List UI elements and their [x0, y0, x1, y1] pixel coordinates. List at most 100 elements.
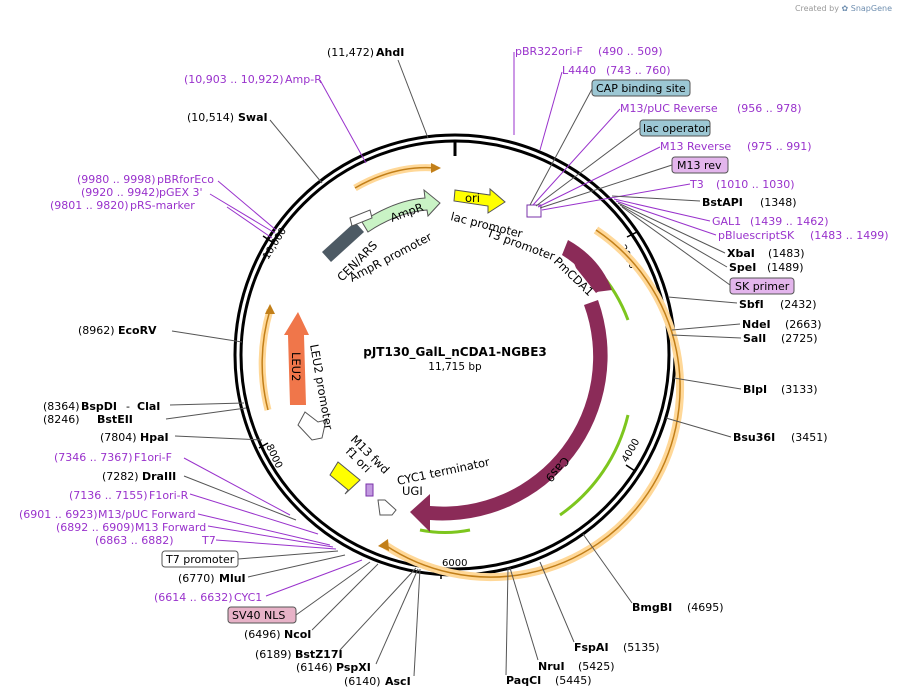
feature-pos: (7136 .. 7155): [69, 489, 148, 502]
lac-t3-feature[interactable]: [526, 204, 542, 218]
cyc1-terminator-feature[interactable]: [377, 499, 397, 516]
site-bmgbi[interactable]: BmgBI (4695): [582, 533, 724, 614]
site-name: BstAPI: [702, 196, 743, 209]
ampr-feature[interactable]: [361, 188, 441, 233]
feature-gal1[interactable]: GAL1 (1439 .. 1462): [613, 198, 829, 228]
feature-name: F1ori-F: [134, 451, 172, 464]
feature-m13-rev[interactable]: M13 rev: [539, 156, 729, 209]
feature-f1ori-r[interactable]: (7136 .. 7155) F1ori-R: [69, 489, 319, 535]
site-ndei[interactable]: NdeI (2663): [671, 318, 822, 331]
site-hpai[interactable]: (7804) HpaI: [100, 431, 263, 444]
feature-t3[interactable]: T3 (1010 .. 1030): [541, 178, 795, 211]
site-sbfi[interactable]: SbfI (2432): [667, 296, 817, 311]
site-fspai[interactable]: FspAI (5135): [539, 561, 660, 654]
site-name: NcoI: [284, 628, 311, 641]
tick-10000: [262, 235, 273, 243]
site-pspxi[interactable]: (6146) PspXI: [296, 568, 419, 674]
site-pos: (8364): [43, 400, 80, 413]
leader-ndei: [671, 323, 741, 331]
feature-m13-forward[interactable]: (6892 .. 6909) M13 Forward: [56, 521, 334, 548]
feature-m13-reverse[interactable]: M13 Reverse (975 .. 991): [537, 140, 812, 208]
tick-2000: [626, 231, 638, 238]
feature-pos: (1439 .. 1462): [750, 215, 829, 228]
feature-m13puc-forward[interactable]: (6901 .. 6923) M13/pUC Forward: [19, 508, 331, 546]
feature-cap-binding-site[interactable]: CAP binding site: [529, 79, 691, 206]
site-mlui[interactable]: (6770) MluI: [178, 554, 346, 585]
site-draiii[interactable]: (7282) DraIII: [102, 470, 297, 521]
feature-name: lac operator: [643, 122, 710, 135]
feature-name: pBRforEco: [157, 173, 214, 186]
ring-label-ugi: UGI: [402, 484, 423, 498]
site-xbai[interactable]: XbaI (1483): [617, 202, 805, 260]
leader-cyc1: [265, 559, 363, 597]
feature-l4440[interactable]: L4440 (743 .. 760): [539, 64, 671, 151]
site-name: AscI: [385, 675, 411, 688]
feature-pos: (6892 .. 6909): [56, 521, 135, 534]
feature-prs-marker[interactable]: (9801 .. 9820) pRS-marker: [50, 199, 273, 239]
orf-band-ampr-arrow: [431, 163, 441, 173]
feature-pos: (956 .. 978): [737, 102, 802, 115]
site-ecorv[interactable]: (8962) EcoRV: [78, 324, 243, 343]
site-nrui[interactable]: NruI (5425): [509, 567, 615, 673]
leader-nrui: [509, 567, 539, 661]
site-pos: (8246): [43, 413, 80, 426]
site-blpi[interactable]: BlpI (3133): [673, 377, 818, 396]
feature-name: M13/pUC Reverse: [620, 102, 718, 115]
feature-t7-promoter[interactable]: T7 promoter: [161, 550, 339, 568]
leader-bspdi: [169, 402, 245, 406]
site-bsu36i[interactable]: Bsu36I (3451): [665, 417, 828, 444]
feature-lac-operator[interactable]: lac operator: [535, 119, 711, 207]
site-ncoi[interactable]: (6496) NcoI: [244, 563, 379, 641]
m13-fwd-feature[interactable]: [365, 483, 374, 497]
feature-pos: (9801 .. 9820): [50, 199, 129, 212]
feature-pbluescriptsk[interactable]: pBluescriptSK (1483 .. 1499): [615, 200, 889, 242]
leader-sbfi: [667, 296, 738, 304]
f1-ori-feature[interactable]: [329, 461, 361, 495]
feature-pgex-3[interactable]: (9920 .. 9942) pGEX 3': [81, 186, 276, 234]
feature-f1ori-f[interactable]: (7346 .. 7367) F1ori-F: [54, 451, 291, 516]
site-pos: (7282): [102, 470, 139, 483]
site-ahdi[interactable]: (11,472) AhdI: [327, 46, 429, 139]
site-bstz17i[interactable]: (6189) BstZ17I: [255, 567, 417, 661]
site-name: NdeI: [742, 318, 771, 331]
leu2-feature[interactable]: [284, 312, 309, 405]
m13-rev-box: [671, 156, 729, 174]
leader-t7-promoter: [237, 550, 339, 560]
feature-m13puc-reverse[interactable]: M13/pUC Reverse (956 .. 978): [532, 102, 802, 206]
feature-pbr322ori-f[interactable]: pBR322ori-F (490 .. 509): [513, 45, 663, 135]
cen-ars-feature[interactable]: [322, 222, 364, 262]
feature-t7[interactable]: (6863 .. 6882) T7: [95, 534, 337, 550]
tick-label-4000: 4000: [620, 437, 642, 465]
site-name: HpaI: [140, 431, 169, 444]
orf-inner-3: [419, 528, 471, 534]
feature-pbrforeco[interactable]: (9980 .. 9998) pBRforEco: [77, 173, 277, 231]
site-asci[interactable]: (6140) AscI: [344, 568, 421, 688]
site-spei[interactable]: SpeI (1489): [619, 204, 804, 274]
leader-hpai: [174, 435, 263, 441]
site-sali[interactable]: SalI (2725): [671, 332, 818, 345]
snapgene-watermark: Created by ✿ SnapGene: [795, 4, 892, 13]
cas9-feature[interactable]: [410, 300, 608, 532]
feature-amp-r[interactable]: (10,903 .. 10,922) Amp-R: [184, 73, 367, 164]
ori-feature[interactable]: [453, 187, 506, 214]
ampr-promoter-feature[interactable]: [349, 209, 373, 227]
site-paqci[interactable]: PaqCI (5445): [505, 567, 592, 687]
feature-pos: (7346 .. 7367): [54, 451, 133, 464]
feature-sk-primer[interactable]: SK primer: [621, 206, 795, 295]
leader-f1ori-r: [189, 493, 319, 535]
site-name: SwaI: [238, 111, 268, 124]
site-bstapi[interactable]: BstAPI (1348): [611, 195, 797, 209]
leader-swai: [269, 119, 323, 184]
sk-primer-box: [729, 277, 795, 295]
site-pos: (2725): [781, 332, 818, 345]
leader-spei: [619, 204, 728, 268]
feature-sv40-nls[interactable]: SV40 NLS: [227, 561, 371, 624]
site-swai[interactable]: (10,514) SwaI: [187, 111, 323, 184]
site-bsteii[interactable]: (8246) BstEII: [43, 407, 247, 426]
site-name: FspAI: [574, 641, 609, 654]
feature-pos: (490 .. 509): [598, 45, 663, 58]
leu2-promoter-feature[interactable]: [297, 411, 327, 441]
site-pos: (5135): [623, 641, 660, 654]
feature-cyc1[interactable]: (6614 .. 6632) CYC1: [154, 559, 363, 604]
site-bspdi-clai[interactable]: (8364) BspDI - ClaI: [43, 400, 245, 413]
